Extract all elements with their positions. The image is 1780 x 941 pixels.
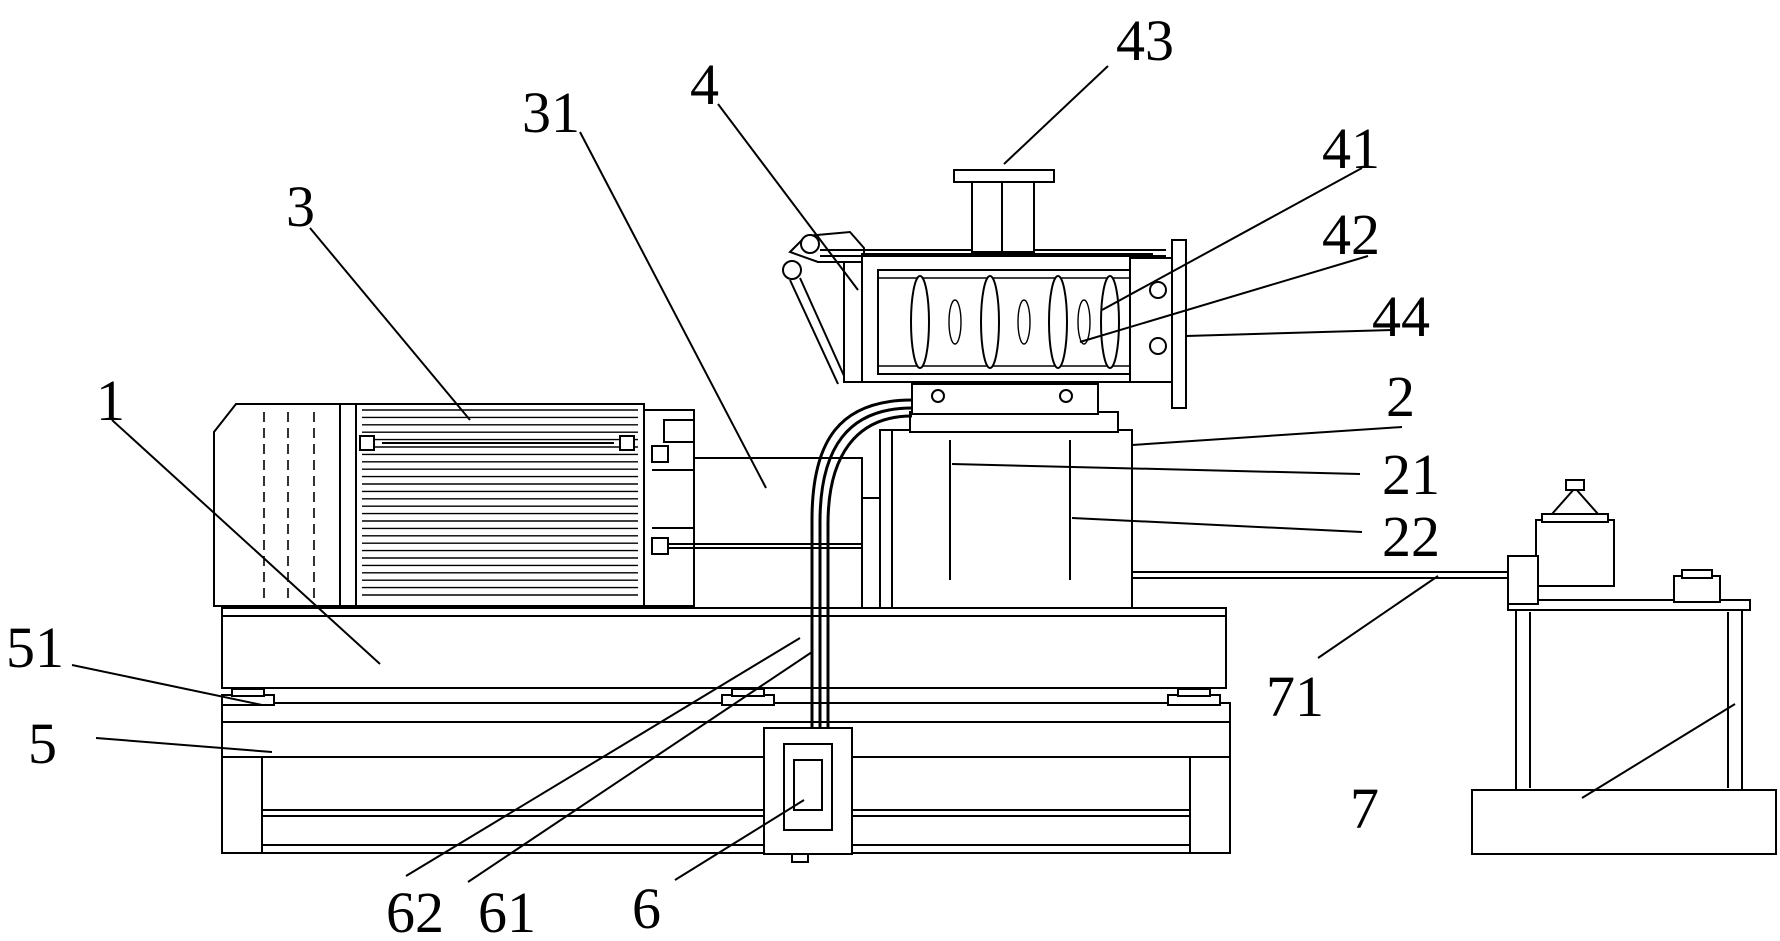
feed-inlet [953, 169, 1055, 253]
label-51: 51 [6, 615, 64, 680]
leader-51 [71, 664, 263, 706]
control-box [763, 727, 853, 863]
drive-motor [213, 403, 695, 607]
label-42: 42 [1322, 202, 1380, 267]
leader-44 [1185, 329, 1393, 337]
cutter-blade-disc [980, 275, 1000, 369]
label-43: 43 [1116, 8, 1174, 73]
leader-2 [1131, 426, 1403, 446]
cutter-blade-disc [910, 275, 930, 369]
label-5: 5 [28, 711, 57, 776]
label-41: 41 [1322, 116, 1380, 181]
reference-numerals: 1 2 3 4 5 6 7 21 22 31 41 42 43 44 51 61… [6, 8, 1440, 941]
isolator-feet [221, 688, 1221, 706]
leader-71 [1317, 575, 1439, 659]
cutter-pedestal [911, 383, 1099, 415]
leader-62 [405, 637, 801, 877]
leader-41 [1101, 167, 1363, 311]
leader-22 [1071, 517, 1363, 533]
leader-4 [717, 103, 859, 291]
rotor-hub [1077, 299, 1091, 345]
label-71: 71 [1266, 664, 1324, 729]
leader-7 [1581, 703, 1736, 799]
label-62: 62 [386, 880, 444, 941]
rotor-hub [948, 299, 962, 345]
leader-42 [1079, 255, 1369, 343]
leader-21 [951, 463, 1361, 475]
cutter-blade-disc [1100, 275, 1120, 369]
leader-6 [674, 799, 805, 881]
label-7: 7 [1350, 776, 1379, 841]
label-6: 6 [632, 876, 661, 941]
leader-31 [579, 131, 767, 489]
label-31: 31 [522, 80, 580, 145]
base-frame [221, 702, 1231, 854]
label-1: 1 [96, 368, 125, 433]
label-44: 44 [1372, 284, 1430, 349]
hydraulic-hoses [810, 398, 913, 730]
leader-43 [1003, 65, 1109, 165]
label-3: 3 [286, 174, 315, 239]
label-22: 22 [1382, 504, 1440, 569]
cutter-blade-disc [1048, 275, 1068, 369]
label-61: 61 [478, 880, 536, 941]
leader-61 [467, 651, 813, 883]
coupling-guard [668, 429, 903, 609]
hydraulic-station [1471, 479, 1777, 855]
leader-lines [71, 65, 1736, 883]
label-4: 4 [690, 52, 719, 117]
leader-3 [309, 227, 471, 421]
label-2: 2 [1386, 364, 1415, 429]
leader-1 [111, 419, 381, 665]
label-21: 21 [1382, 442, 1440, 507]
platform [221, 607, 1227, 689]
rotor-hub [1017, 299, 1031, 345]
cutter-head [782, 230, 1187, 409]
leader-5 [95, 737, 273, 753]
